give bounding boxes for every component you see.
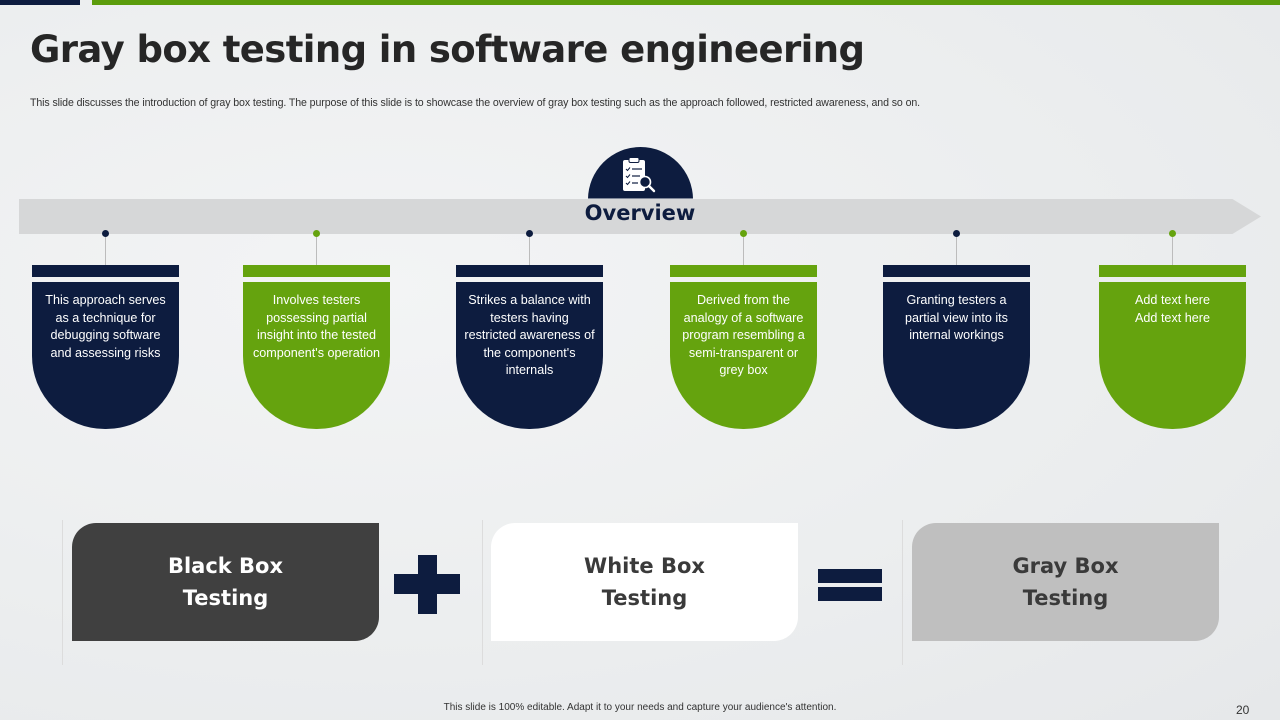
- top-accent-bar-green: [92, 0, 1280, 5]
- card-text: Add text here Add text here: [1099, 282, 1246, 429]
- card-cap: [32, 265, 179, 277]
- timeline-dot: [102, 230, 109, 237]
- card-text: Derived from the analogy of a software p…: [670, 282, 817, 429]
- connector-line: [956, 237, 957, 265]
- timeline-dot: [1169, 230, 1176, 237]
- connector-line: [743, 237, 744, 265]
- timeline-dot: [953, 230, 960, 237]
- timeline-dot: [526, 230, 533, 237]
- equals-icon: [818, 569, 882, 583]
- card-text: Granting testers a partial view into its…: [883, 282, 1030, 429]
- black-box-testing-box: Black Box Testing: [72, 523, 379, 641]
- card-cap: [456, 265, 603, 277]
- slide-footer: This slide is 100% editable. Adapt it to…: [443, 702, 837, 713]
- gray-box-label: Gray Box Testing: [1012, 554, 1119, 610]
- card-text: Strikes a balance with testers having re…: [456, 282, 603, 429]
- card-text: This approach serves as a technique for …: [32, 282, 179, 429]
- black-box-label: Black Box Testing: [167, 554, 284, 610]
- decorative-frame-line: [902, 520, 903, 665]
- connector-line: [105, 237, 106, 265]
- slide-subtitle: This slide discusses the introduction of…: [30, 97, 920, 109]
- card-text: Involves testers possessing partial insi…: [243, 282, 390, 429]
- info-card-6: Add text here Add text here: [1099, 230, 1246, 430]
- page-number: 20: [1236, 703, 1250, 717]
- overview-arrow-banner: [19, 199, 1261, 234]
- info-card-4: Derived from the analogy of a software p…: [670, 230, 817, 430]
- connector-line: [1172, 237, 1173, 265]
- top-accent-bar-navy: [0, 0, 80, 5]
- plus-icon-bar: [394, 574, 460, 594]
- info-card-3: Strikes a balance with testers having re…: [456, 230, 603, 430]
- gray-box-testing-box: Gray Box Testing: [912, 523, 1219, 641]
- connector-line: [316, 237, 317, 265]
- info-card-5: Granting testers a partial view into its…: [883, 230, 1030, 430]
- decorative-frame-line: [482, 520, 483, 665]
- slide-title: Gray box testing in software engineering: [30, 28, 865, 71]
- card-cap: [883, 265, 1030, 277]
- equals-icon-bar: [818, 587, 882, 601]
- white-box-testing-box: White Box Testing: [491, 523, 798, 641]
- card-cap: [670, 265, 817, 277]
- info-card-1: This approach serves as a technique for …: [32, 230, 179, 430]
- clipboard-search-icon: [623, 157, 656, 193]
- timeline-dot: [740, 230, 747, 237]
- white-box-label: White Box Testing: [584, 554, 705, 610]
- card-cap: [243, 265, 390, 277]
- decorative-frame-line: [62, 520, 63, 665]
- card-cap: [1099, 265, 1246, 277]
- connector-line: [529, 237, 530, 265]
- timeline-dot: [313, 230, 320, 237]
- overview-label: Overview: [584, 201, 696, 225]
- info-card-2: Involves testers possessing partial insi…: [243, 230, 390, 430]
